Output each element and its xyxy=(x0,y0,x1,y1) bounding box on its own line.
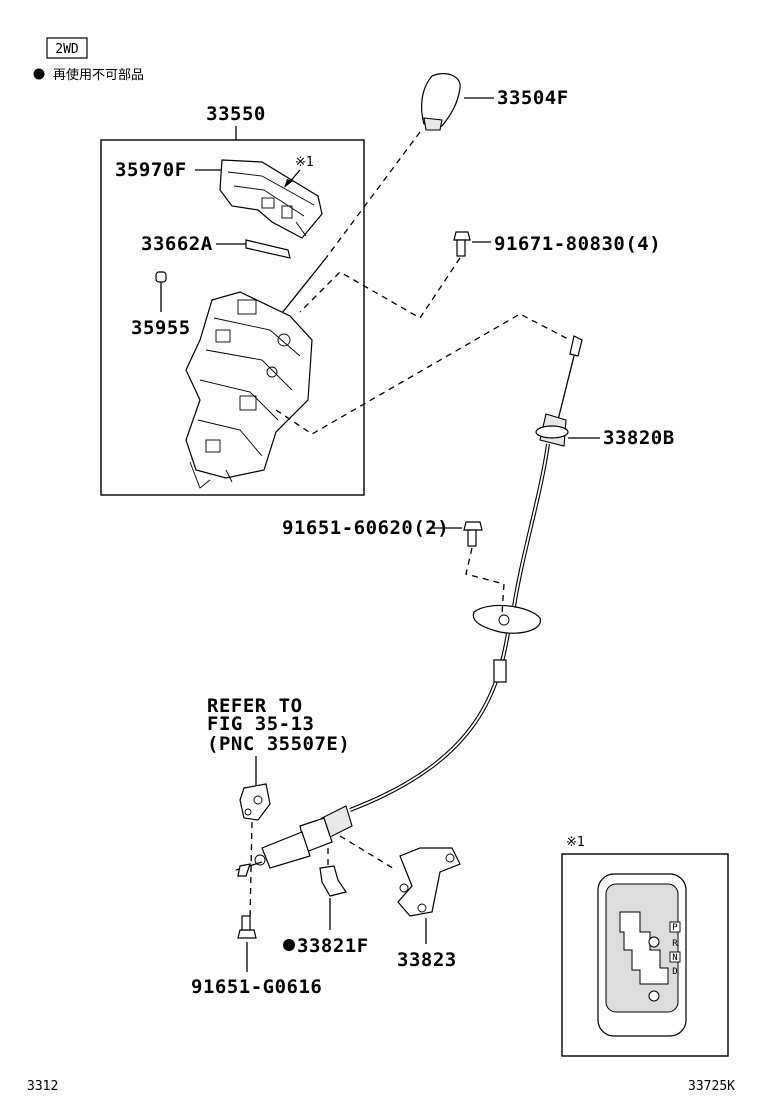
label-91651-60620[interactable]: 91651-60620(2) xyxy=(282,517,449,539)
transmission-control-cable xyxy=(235,335,583,877)
cable-clip xyxy=(319,865,347,897)
badge-box xyxy=(46,37,88,59)
label-91671-80830[interactable]: 91671-80830(4) xyxy=(494,233,661,255)
control-shaft-lever xyxy=(239,783,271,821)
footer-right-code: 33725K xyxy=(688,1079,735,1094)
drive-badge: 2WD xyxy=(55,42,79,57)
ref-mark-top: ※1 xyxy=(295,155,314,170)
cable-bracket xyxy=(397,847,461,917)
label-33504F[interactable]: 33504F xyxy=(497,87,569,109)
gate-letter-d: D xyxy=(672,967,677,977)
footer-left-code: 3312 xyxy=(27,1079,58,1094)
inset-ref-mark: ※1 xyxy=(566,835,585,850)
non-reusable-bullet-icon xyxy=(33,68,45,80)
lever-rod xyxy=(277,257,327,319)
label-33662A[interactable]: 33662A xyxy=(141,233,213,255)
label-33550[interactable]: 33550 xyxy=(206,103,266,125)
label-91651-G0616[interactable]: 91651-G0616 xyxy=(191,976,322,998)
legend-text: 再使用不可部品 xyxy=(53,67,144,83)
gate-letter-r: R xyxy=(672,939,678,949)
inset-box xyxy=(561,853,729,1057)
shift-lever-bracket xyxy=(185,291,313,489)
indicator-plate xyxy=(245,239,291,259)
shift-lever-assembly-box xyxy=(100,139,365,496)
bolt-91671 xyxy=(453,231,471,257)
refer-line-2[interactable]: FIG 35-13 xyxy=(207,713,314,735)
label-33823[interactable]: 33823 xyxy=(397,949,457,971)
refer-line-3[interactable]: (PNC 35507E) xyxy=(207,733,350,755)
label-33821F[interactable]: 33821F xyxy=(297,935,369,957)
refer-line-1: REFER TO xyxy=(207,695,303,717)
shift-gate-indicator: P R N D xyxy=(597,873,687,1037)
bolt-91651-G0616 xyxy=(237,915,257,939)
gate-letter-n: N xyxy=(672,953,677,963)
position-indicator-housing xyxy=(219,159,323,239)
label-33820B[interactable]: 33820B xyxy=(603,427,675,449)
shift-knob xyxy=(421,73,461,131)
label-35970F[interactable]: 35970F xyxy=(115,159,187,181)
non-reusable-bullet-icon xyxy=(283,939,295,951)
label-35955[interactable]: 35955 xyxy=(131,317,191,339)
bolt-91651-60620 xyxy=(463,521,483,547)
bulb-socket xyxy=(155,271,167,312)
gate-letter-p: P xyxy=(672,923,678,933)
